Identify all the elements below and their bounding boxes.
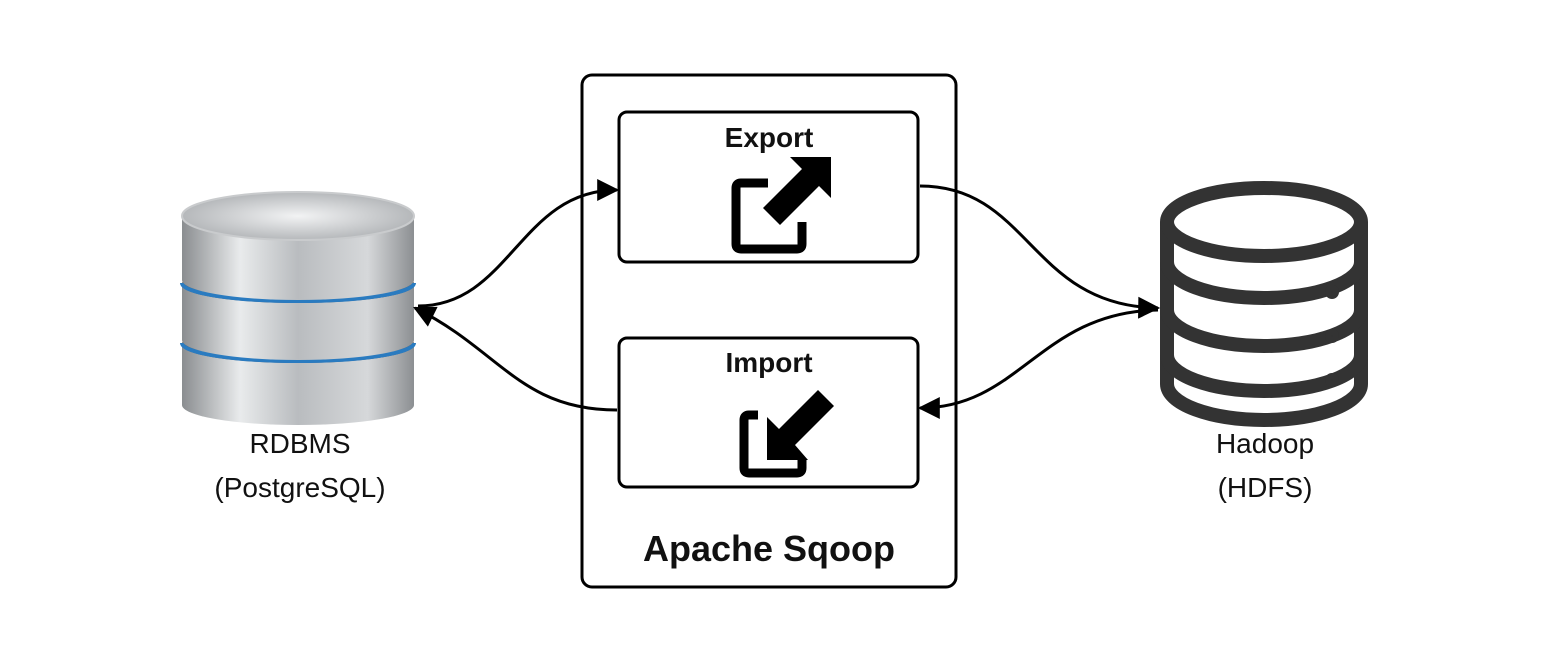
external-link-out-icon (731, 157, 831, 254)
database-icon (180, 191, 416, 425)
hadoop-label: Hadoop (1216, 428, 1314, 459)
hadoop-sublabel: (HDFS) (1218, 472, 1313, 503)
import-label: Import (725, 347, 812, 378)
import-box: Import (617, 336, 920, 489)
external-link-in-icon (739, 390, 834, 478)
export-label: Export (725, 122, 814, 153)
hadoop-to-import-arrow (917, 308, 1159, 419)
export-to-hadoop-arrow (919, 184, 1161, 319)
export-box: Export (617, 110, 920, 264)
server-database-icon (1160, 181, 1368, 427)
import-to-rdbms-arrow (413, 306, 618, 412)
rdbms-to-export-arrow (417, 179, 620, 308)
rdbms-label: RDBMS (249, 428, 350, 459)
sqoop-title: Apache Sqoop (643, 528, 895, 569)
rdbms-sublabel: (PostgreSQL) (214, 472, 385, 503)
